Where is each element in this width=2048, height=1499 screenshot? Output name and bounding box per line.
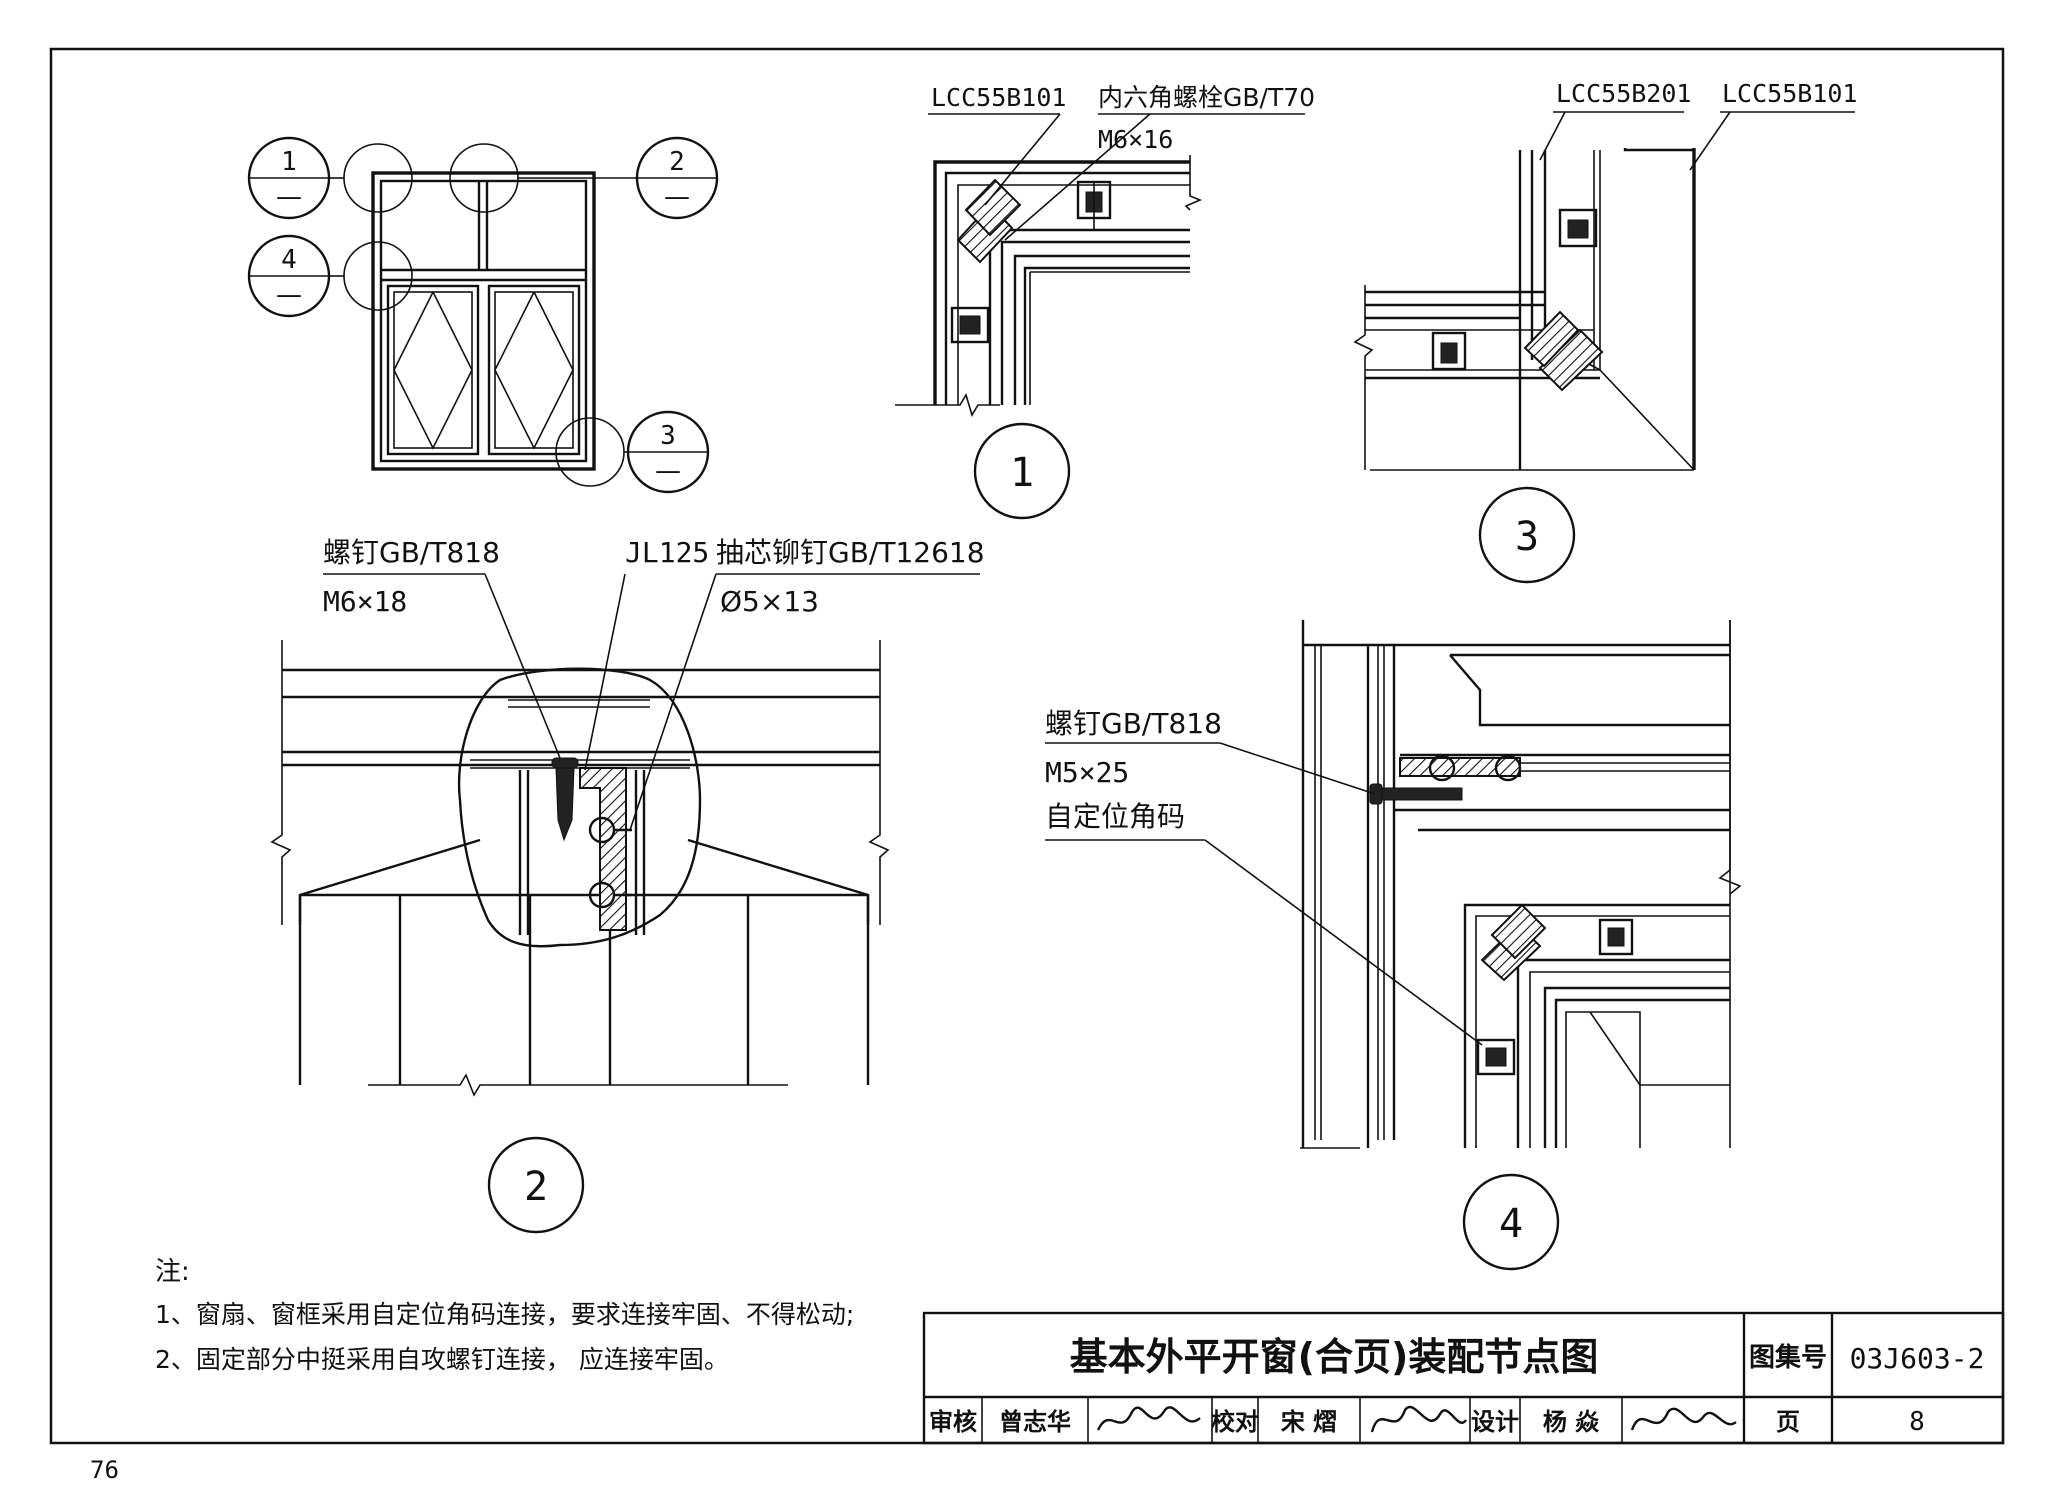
detail-3-callout-b: LCC55B101 <box>1722 79 1857 108</box>
check-signature <box>1370 1405 1467 1433</box>
design-signature <box>1630 1407 1737 1431</box>
detail-2-number: 2 <box>524 1164 548 1210</box>
marker-1-sub: — <box>276 182 302 212</box>
note-item-1: 1、窗扇、窗框采用自定位角码连接，要求连接牢固、不得松动; <box>155 1300 854 1329</box>
drawing-title: 基本外平开窗(合页)装配节点图 <box>1070 1335 1599 1379</box>
marker-1-label: 1 <box>281 147 297 177</box>
detail-1-number-badge: 1 <box>973 422 1071 520</box>
marker-3-label: 3 <box>660 421 676 451</box>
marker-2: 2 — <box>635 136 719 220</box>
book-page-number: 76 <box>90 1456 119 1484</box>
marker-4-sub: — <box>276 280 302 310</box>
detail-2-callout-a2: M6×18 <box>323 585 407 618</box>
title-block <box>922 1311 2005 1445</box>
atlas-label: 图集号 <box>1749 1342 1827 1373</box>
review-name: 曾志华 <box>999 1408 1071 1436</box>
detail-2-number-badge: 2 <box>487 1136 585 1234</box>
detail-4-callout-a2: M5×25 <box>1045 756 1129 789</box>
detail-1-callout-a: LCC55B101 <box>931 83 1066 112</box>
review-signature <box>1096 1406 1201 1431</box>
detail-2-drawing <box>270 640 890 1097</box>
detail-2-callout-c: 抽芯铆钉GB/T12618 <box>716 536 985 569</box>
detail-3-drawing <box>1353 148 1696 471</box>
detail-1-number: 1 <box>1010 450 1034 496</box>
detail-1-drawing <box>895 155 1203 417</box>
design-name: 杨 焱 <box>1543 1408 1600 1436</box>
marker-2-label: 2 <box>669 147 685 177</box>
sheet-border <box>49 47 2005 1445</box>
detail-2-callout-c2: Ø5×13 <box>720 585 819 618</box>
detail-1-callout-b2: M6×16 <box>1098 125 1173 154</box>
marker-2-sub: — <box>664 182 690 212</box>
detail-3-number-badge: 3 <box>1478 486 1576 584</box>
page-value: 8 <box>1909 1407 1925 1437</box>
check-name: 宋 熠 <box>1281 1408 1337 1436</box>
detail-4-number: 4 <box>1499 1201 1523 1247</box>
design-label: 设计 <box>1471 1408 1519 1436</box>
detail-2-callout-b: JL125 <box>625 536 709 569</box>
marker-1: 1 — <box>247 136 331 220</box>
detail-4-callout-a3: 自定位角码 <box>1045 800 1185 833</box>
notes-heading: 注: <box>155 1257 190 1287</box>
detail-1-callout-b: 内六角螺栓GB/T70 <box>1098 83 1315 112</box>
window-elevation <box>330 143 637 487</box>
marker-4-label: 4 <box>281 245 297 275</box>
marker-4: 4 — <box>247 234 331 318</box>
detail-4-callout-a: 螺钉GB/T818 <box>1045 707 1222 740</box>
detail-3-number: 3 <box>1515 514 1539 560</box>
marker-3-sub: — <box>655 456 681 486</box>
review-label: 审核 <box>929 1408 977 1436</box>
detail-3-callout-a: LCC55B201 <box>1556 79 1691 108</box>
detail-4-number-badge: 4 <box>1462 1173 1560 1271</box>
check-label: 校对 <box>1211 1408 1259 1436</box>
detail-4-drawing <box>1300 620 1742 1149</box>
page-label: 页 <box>1776 1408 1800 1436</box>
marker-3: 3 — <box>626 410 710 494</box>
detail-2-callout-a: 螺钉GB/T818 <box>323 536 500 569</box>
atlas-value: 03J603-2 <box>1850 1342 1985 1375</box>
note-item-2: 2、固定部分中挺采用自攻螺钉连接， 应连接牢固。 <box>155 1345 729 1374</box>
